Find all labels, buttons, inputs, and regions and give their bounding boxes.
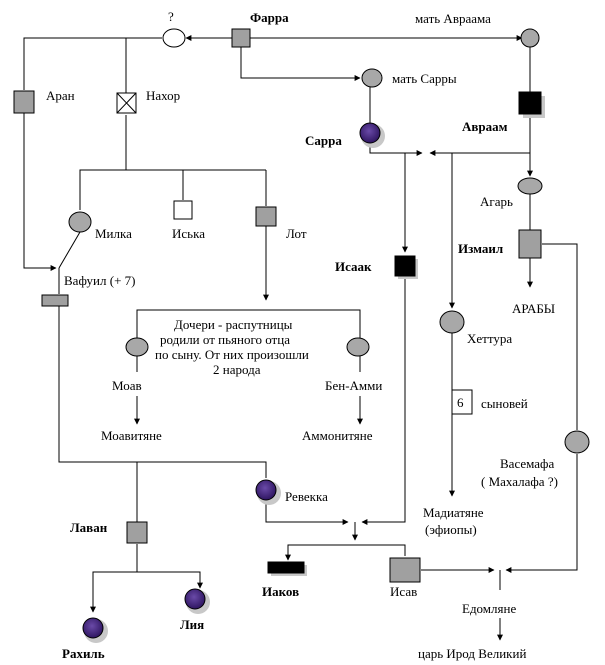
lavan-label: Лаван	[70, 520, 108, 535]
isaak-label: Исаак	[335, 259, 372, 274]
revekka-label: Ревекка	[285, 489, 328, 504]
daughters-line-2: родили от пьяного отца	[160, 332, 290, 347]
aran-label: Аран	[46, 88, 75, 103]
liya-node	[184, 588, 206, 610]
edomites-label: Едомляне	[462, 601, 516, 616]
isav-node	[389, 557, 421, 583]
arabs-label: АРАБЫ	[512, 301, 555, 316]
liya-label: Лия	[180, 617, 204, 632]
isaak-node	[394, 255, 416, 277]
daughters-line-4: 2 народа	[213, 362, 261, 377]
avraam-node	[518, 91, 542, 115]
revekka-node	[255, 479, 277, 501]
vasemafa-line-2: ( Махалафа ?)	[481, 474, 558, 489]
vasemafa-line-1: Васемафа	[500, 456, 554, 471]
izmail-node	[518, 229, 542, 259]
madianites-line-1: Мадиатяне	[423, 505, 484, 520]
vafuil-label: Вафуил (+ 7)	[64, 273, 135, 288]
sarra-node	[359, 122, 381, 144]
milka-label: Милка	[95, 226, 132, 241]
agar-label: Агарь	[480, 194, 513, 209]
mother-avraam-label: мать Авраама	[415, 11, 491, 26]
daughters-line-1: Дочери - распутницы	[174, 317, 293, 332]
milka-node	[68, 211, 92, 233]
moav-label: Моав	[112, 378, 142, 393]
nahor-label: Нахор	[146, 88, 180, 103]
lavan-node	[126, 521, 148, 544]
rahil-node	[82, 617, 104, 639]
sarra-label: Сарра	[305, 133, 342, 148]
iakov-node	[267, 561, 305, 574]
izmail-label: Измаил	[458, 241, 503, 256]
vafuil-node	[41, 294, 69, 307]
iska-node	[173, 200, 193, 220]
isav-label: Исав	[390, 584, 417, 599]
six-sons-label: сыновей	[481, 396, 528, 411]
farra-label: Фарра	[250, 10, 289, 25]
ammonites-label: Аммонитяне	[302, 428, 373, 443]
daughter-2-node	[346, 337, 370, 357]
moavites-label: Моавитяне	[101, 428, 162, 443]
six-sons-count: 6	[457, 395, 464, 410]
herod-label: царь Ирод Великий	[418, 646, 526, 661]
hettura-label: Хеттура	[467, 331, 512, 346]
mother-sarra-node	[361, 68, 383, 88]
daughter-1-node	[125, 337, 149, 357]
iska-label: Иська	[172, 226, 205, 241]
unknown-parent-node	[162, 28, 186, 48]
hettura-node	[439, 310, 465, 334]
farra-node	[231, 28, 251, 48]
vasemafa-node	[564, 430, 590, 454]
aran-node	[13, 90, 35, 114]
agar-node	[517, 177, 543, 195]
mother-avraam-node	[520, 28, 540, 48]
avraam-label: Авраам	[462, 119, 508, 134]
iakov-label: Иаков	[262, 584, 299, 599]
lot-node	[255, 206, 277, 227]
rahil-label: Рахиль	[62, 646, 105, 661]
connector-lines	[23, 35, 578, 641]
madianites-line-2: (эфиопы)	[425, 522, 477, 537]
ben-ammi-label: Бен-Амми	[325, 378, 382, 393]
unknown-label: ?	[168, 9, 174, 24]
nahor-node	[116, 92, 137, 114]
daughters-line-3: по сыну. От них произошли	[155, 347, 309, 362]
mother-sarra-label: мать Сарры	[392, 71, 457, 86]
six-sons-box	[451, 389, 473, 415]
lot-label: Лот	[286, 226, 307, 241]
